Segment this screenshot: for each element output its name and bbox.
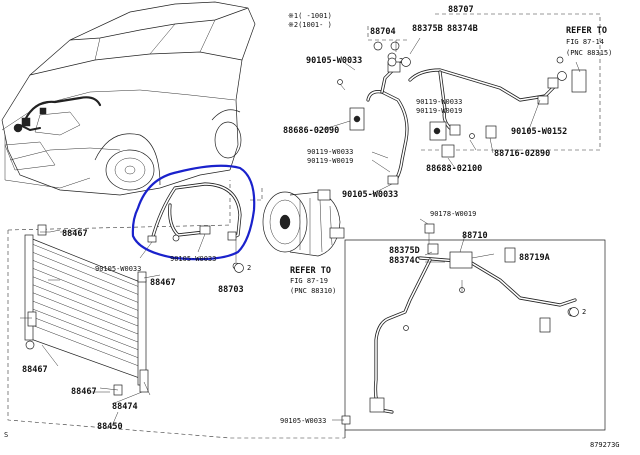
refer2-line1: REFER TO bbox=[290, 266, 331, 276]
refer2-line3: (PNC 88310) bbox=[290, 287, 336, 295]
callout-88467-d: 88467 bbox=[71, 387, 97, 397]
callout-90105-w0033-c: 90105-W0033 bbox=[95, 265, 141, 273]
discharge-hose-88703 bbox=[139, 182, 242, 270]
callout-88374b: 88374B bbox=[447, 24, 478, 34]
condenser-assembly bbox=[7, 180, 345, 439]
callout-88450: 88450 bbox=[97, 422, 123, 432]
refer1-line3: (PNC 88315) bbox=[566, 49, 612, 57]
callout-88374c: 88374C bbox=[389, 256, 420, 266]
circled-markers: 2 2 2 bbox=[234, 57, 586, 317]
liquid-pipe-88707 bbox=[373, 13, 601, 158]
suction-hose-88704 bbox=[337, 26, 410, 185]
callout-88704: 88704 bbox=[370, 27, 396, 37]
callout-88467-b: 88467 bbox=[150, 278, 176, 288]
callout-88688-02100: 88688-02100 bbox=[426, 164, 482, 174]
callout-88375d: 88375D bbox=[389, 246, 420, 256]
callout-90105-w0033-d: 90105-W0033 bbox=[170, 255, 216, 263]
highlight-ellipse bbox=[131, 164, 256, 261]
circled-mark: 2 bbox=[399, 57, 403, 65]
compressor bbox=[250, 188, 345, 257]
callout-88467-c: 88467 bbox=[22, 365, 48, 375]
legend-line-1: ※1( -1001) bbox=[288, 12, 332, 20]
callout-90178-w0019: 90178-W0019 bbox=[430, 210, 476, 218]
callout-90119-w0019-a: 90119-W0019 bbox=[416, 107, 462, 115]
callout-88716-02890: 88716-02890 bbox=[494, 149, 550, 159]
callout-90105-w0033-b: 90105-W0033 bbox=[342, 190, 398, 200]
callout-88375b: 88375B bbox=[412, 24, 443, 34]
liquid-pipe-88710 bbox=[341, 223, 606, 438]
callout-88467-a: 88467 bbox=[62, 229, 88, 239]
refer2-line2: FIG 87-19 bbox=[290, 277, 328, 285]
part-number-labels: ※1( -1001) ※2(1001- ) 88707 88704 88375B… bbox=[4, 5, 620, 449]
callout-88686-02090: 88686-02090 bbox=[283, 126, 339, 136]
circled-mark: 2 bbox=[247, 264, 251, 272]
callout-90105-w0033-e: 90105-W0033 bbox=[280, 417, 326, 425]
callout-90119-w0033-a: 90119-W0033 bbox=[416, 98, 462, 106]
callout-90105-w0033-a: 90105-W0033 bbox=[306, 56, 362, 66]
legend-line-2: ※2(1001- ) bbox=[288, 21, 332, 29]
leader-lines bbox=[41, 37, 581, 427]
refer1-line1: REFER TO bbox=[566, 26, 607, 36]
diagram-code: 879273G bbox=[590, 441, 620, 449]
callout-88710: 88710 bbox=[462, 231, 488, 241]
circled-mark: 2 bbox=[582, 308, 586, 316]
corner-mark: S bbox=[4, 431, 8, 439]
callout-88719a: 88719A bbox=[519, 253, 550, 263]
callout-88703: 88703 bbox=[218, 285, 244, 295]
callout-90119-w0033-b: 90119-W0033 bbox=[307, 148, 353, 156]
callout-88474: 88474 bbox=[112, 402, 138, 412]
callout-90119-w0019-b: 90119-W0019 bbox=[307, 157, 353, 165]
refer1-line2: FIG 87-14 bbox=[566, 38, 604, 46]
car-outline bbox=[1, 1, 256, 196]
callout-90105-w0152: 90105-W0152 bbox=[511, 127, 567, 137]
callout-88707: 88707 bbox=[448, 5, 474, 15]
